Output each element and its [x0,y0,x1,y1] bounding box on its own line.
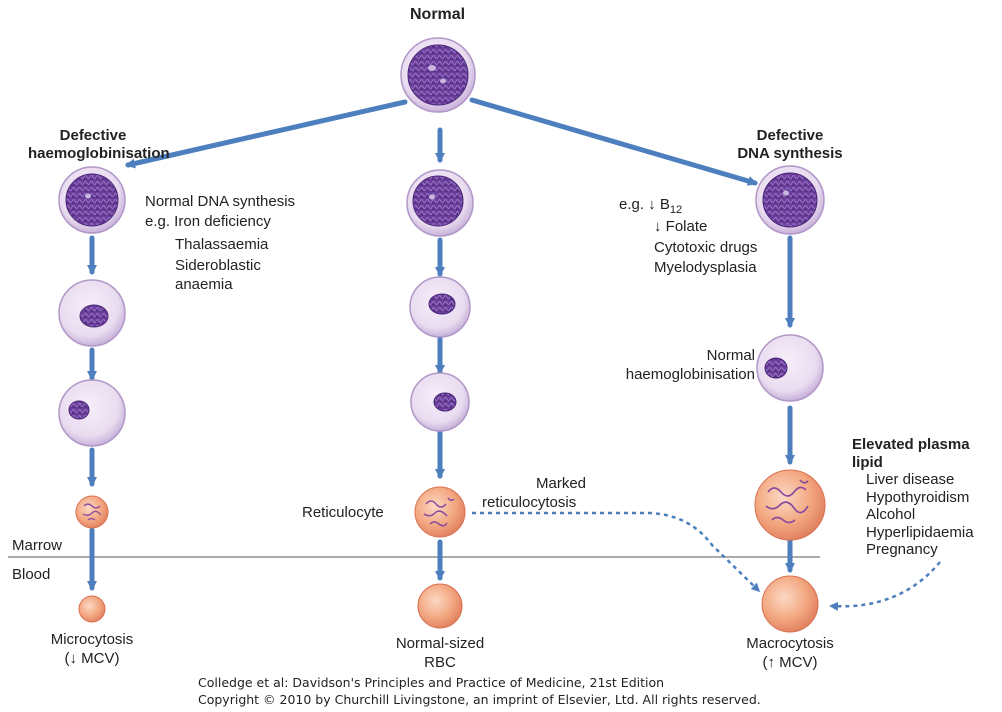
lipid-list: Liver disease Hypothyroidism Alcohol Hyp… [866,471,974,559]
center-cell-3 [410,372,470,432]
left-note-5: anaemia [175,276,233,293]
dotted-arrow-reticulocytosis [472,511,761,593]
lipid-item: Hyperlipidaemia [866,523,974,541]
right-eg-b12: e.g. ↓ B12 [619,195,682,220]
lipid-item: Alcohol [866,506,916,523]
left-cell-2 [58,279,126,347]
center-reticulocyte [414,486,466,538]
center-cell-2 [409,276,471,338]
left-reticulocyte [75,495,109,529]
right-myelodysplasia: Myelodysplasia [654,259,757,276]
center-result-line2: RBC [424,654,456,671]
lipid-item: Pregnancy [866,541,938,558]
right-reticulocyte [754,469,826,541]
credit-line2: Copyright © 2010 by Churchill Livingston… [198,692,761,707]
left-note-4: Sideroblastic [175,257,261,274]
right-cytotoxic: Cytotoxic drugs [654,239,758,256]
right-folate: ↓ Folate [654,218,708,235]
right-result: Macrocytosis (↑ MCV) [730,634,850,672]
b12-subscript: 12 [669,204,683,216]
right-heading-line2: DNA synthesis [737,145,843,162]
left-result-line1: Microcytosis [50,631,134,648]
lipid-heading-line1: Elevated plasma [852,436,970,453]
pathway-arrows [87,97,795,591]
dotted-arrows [472,511,941,611]
center-result: Normal-sized RBC [380,634,500,672]
marrow-label: Marrow [12,537,63,554]
left-note-2: e.g. Iron deficiency [145,213,271,230]
left-result-line2: (↓ MCV) [64,650,120,667]
credit-line1: Colledge et al: Davidson's Principles an… [198,675,665,690]
right-result-line2: (↑ MCV) [762,654,818,671]
right-cell-1 [755,165,825,235]
center-cell-1 [406,169,474,237]
left-cell-1 [58,166,126,234]
normal-hb-line1: Normal [706,347,755,364]
arrow-normal-to-right [469,97,758,186]
macrocyte [761,575,819,633]
lipid-heading: Elevated plasma lipid [852,436,970,472]
right-result-line1: Macrocytosis [746,635,834,652]
left-cell-3 [58,379,126,447]
right-heading-line1: Defective [756,127,824,144]
marked-line1: Marked [536,475,587,492]
lipid-item: Hypothyroidism [866,488,970,506]
left-heading-line2: haemoglobinisation [28,145,170,162]
normal-haemoglobinisation-label: Normal haemoglobinisation [600,346,755,384]
lipid-heading-line2: lipid [852,454,883,471]
marked-reticulocytosis-label: Marked reticulocytosis [482,474,586,512]
lipid-item: Liver disease [866,471,955,488]
microcyte [78,595,106,623]
normal-title: Normal [410,6,466,23]
normal-rbc [417,583,463,629]
marked-line2: reticulocytosis [482,494,577,511]
left-heading-line1: Defective [59,127,127,144]
arrow-normal-to-left [125,99,408,169]
blood-label: Blood [12,566,51,583]
normal-precursor-cell [400,37,476,113]
reticulocyte-label: Reticulocyte [302,504,384,521]
left-result: Microcytosis (↓ MCV) [32,630,152,668]
dotted-arrow-lipid [829,561,941,611]
left-note-3: Thalassaemia [175,236,269,253]
right-cell-2 [756,334,824,402]
left-note-1: Normal DNA synthesis [145,193,296,210]
center-result-line1: Normal-sized [395,635,485,652]
left-heading: Defective haemoglobinisation [28,127,170,163]
normal-hb-line2: haemoglobinisation [625,366,755,383]
right-eg-text: e.g. ↓ B [619,196,670,213]
right-heading: Defective DNA synthesis [720,127,860,163]
